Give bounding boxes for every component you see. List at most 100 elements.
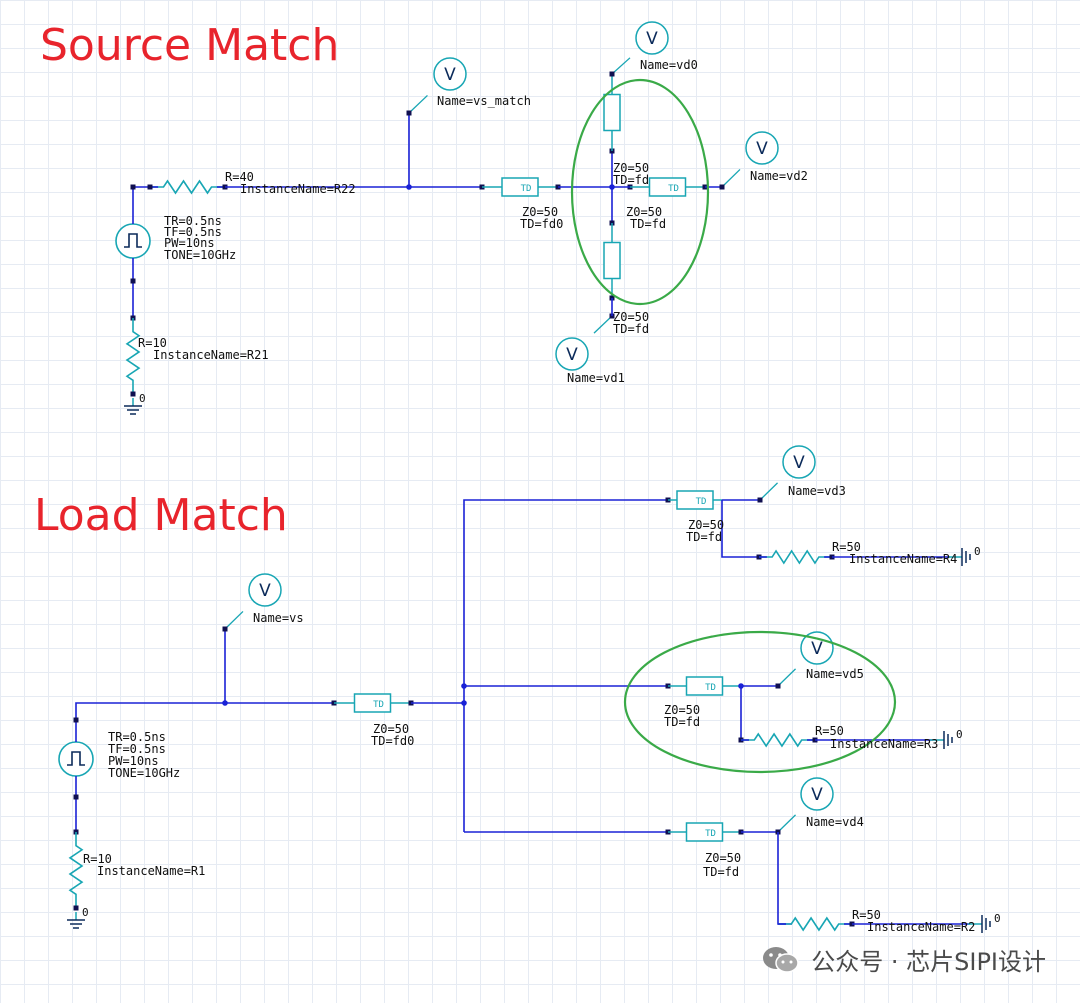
probe-vs-match: V [406,57,467,116]
r21-name: InstanceName=R21 [153,348,269,362]
load-tl-mid-symbol: TD [705,683,716,693]
resistor-r2-zigzag [778,916,852,932]
probe-vd3-node [757,497,763,503]
source-match-pulse-source-circle [115,223,151,259]
probe-vd1-lead [593,315,613,334]
probe-vs: V [222,573,282,632]
load-ground-r4-label: 0 [974,545,981,558]
probe-vd1-circle [555,337,589,371]
load-match-title: Load Match [34,490,288,541]
tl-right-z0: Z0=50 [626,205,663,219]
probe-label-vd3: Name=vd3 [788,484,846,498]
load-tl-main-symbol: TD [373,700,384,710]
load-tl-top-td: TD=fd [686,530,723,544]
r2-name: InstanceName=R2 [867,922,976,933]
load-tl-main-z0: Z0=50 [373,722,410,736]
probe-vd3: V [757,445,816,503]
probe-vd4: V [775,777,834,835]
resistor-r4 [759,549,832,565]
source-param-tf: TF=0.5ns [164,225,222,239]
tl-right-td: TD=fd [630,217,667,231]
source-match-title: Source Match [40,20,340,71]
r1-name: InstanceName=R1 [97,864,206,878]
load-ground-r3-label: 0 [956,728,963,741]
wire-node [130,278,136,284]
r3-name: InstanceName=R3 [830,739,939,750]
probe-vd2-lead [721,168,741,188]
probe-vd1-v: V [566,345,578,365]
wire-node [130,391,136,397]
src-tl-top [603,74,621,151]
tl-bottom-td: TD=fd [613,322,650,336]
source-match-highlight-ellipse [570,78,710,306]
load-source-param-tf: TF=0.5ns [108,742,166,756]
probe-vd0: V [609,21,669,77]
tl-bottom-z0: Z0=50 [613,310,650,324]
tl-top-td: TD=fd [613,173,650,187]
load-source-param-tr: TR=0.5ns [108,730,166,744]
probe-vs-lead [224,610,244,630]
load-match-pulse-source-circle [58,741,94,777]
src-tl-main-symbol: TD [521,184,532,194]
resistor-r1 [68,832,84,908]
load-tl-bot: TD [668,822,741,842]
load-ground-r3: 0 [930,728,963,749]
resistor-r3 [741,732,815,748]
resistor-r4-zigzag [759,549,832,565]
probe-vd4-v: V [811,785,823,805]
probe-vd2: V [719,131,779,190]
load-ground: 0 [67,906,89,929]
load-tl-bot-z0: Z0=50 [705,851,742,865]
source-match-pulse-source [115,223,151,259]
wechat-icon [763,946,799,973]
load-tl-mid-body [685,676,724,696]
load-wire-bot-res [777,832,792,925]
source-param-tone: TONE=10GHz [164,248,237,262]
src-ground-label: 0 [139,392,146,405]
tl-main-z0: Z0=50 [522,205,559,219]
src-tl-right: TD [630,177,705,197]
probe-vd3-v: V [793,453,805,473]
load-match-pulse-source [58,741,94,777]
load-ground-label: 0 [82,906,89,919]
load-source-param-pw: PW=10ns [108,754,159,768]
probe-vd3-lead [759,482,779,501]
probe-vd2-v: V [756,139,768,159]
load-tl-top: TD [668,490,722,510]
probe-vs-node [222,626,228,632]
src-tl-bottom [603,223,621,298]
load-tl-bot-symbol: TD [705,829,716,839]
r21-value: R=10 [138,336,167,350]
load-ground-r2: 0 [968,912,1001,933]
load-tl-bot-body [685,822,724,842]
load-tl-main-td: TD=fd0 [371,734,415,748]
load-source-param-tone: TONE=10GHz [108,766,181,780]
load-tl-mid-z0: Z0=50 [664,703,701,717]
resistor-r2 [778,916,852,932]
load-tl-top-symbol: TD [696,497,707,507]
load-tl-mid: TD [668,676,741,696]
probe-label-vd4: Name=vd4 [806,815,864,829]
load-tl-main-body [353,693,392,713]
probe-vs-match-v: V [444,65,456,85]
probe-vd5-node [775,683,781,689]
r1-value: R=10 [83,852,112,866]
probe-label-vd5: Name=vd5 [806,667,864,681]
probe-vd2-node [719,184,725,190]
r3-value: R=50 [815,724,844,738]
wire-node [73,905,79,911]
src-tl-main: TD [482,177,558,197]
probe-vs-v: V [259,581,271,601]
source-param-pw: PW=10ns [164,236,215,250]
r2-value: R=50 [852,908,881,922]
load-match-pulse-source-pulse-glyph [67,751,85,766]
probe-vd2-circle [745,131,779,165]
resistor-r22 [150,179,225,195]
probe-vd5-lead [777,668,797,687]
probe-vd0-node [609,71,615,77]
r4-value: R=50 [832,540,861,554]
load-tl-top-body [676,490,714,510]
probe-vd3-circle [782,445,816,479]
